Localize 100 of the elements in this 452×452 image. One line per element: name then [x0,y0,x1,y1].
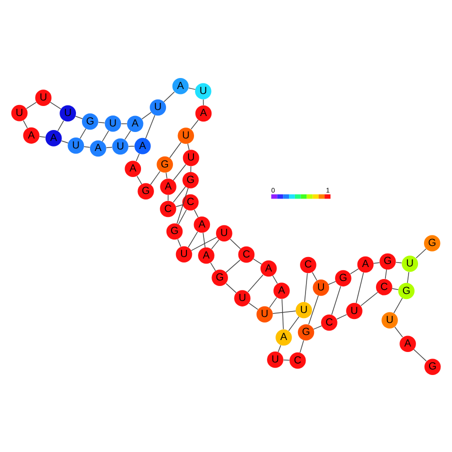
connector [23,120,28,128]
connector [26,101,37,108]
node-circle: G [380,252,396,270]
connector [187,142,190,150]
connector [150,170,160,185]
connector [278,344,282,352]
node-circle: A [260,260,277,276]
node-circle: G [156,156,173,172]
connector [178,208,187,224]
connector [136,152,140,162]
node-circle: A [134,137,151,154]
connector [136,175,142,184]
node-circle: U [346,302,362,319]
node-circle: G [424,234,440,251]
connector [272,274,278,284]
connector [211,239,220,249]
node-circle: G [298,324,314,340]
node-circle: G [424,358,441,375]
connector [145,114,156,138]
connector [57,120,64,131]
connector [304,272,308,302]
node-circle: A [276,328,292,346]
node-circle: G [82,112,98,130]
connector [102,130,110,142]
node-circle: G [335,270,352,286]
node-circle: A [400,335,416,352]
node-circle: A [127,115,144,132]
connector [188,87,196,90]
node-circle: A [172,77,189,94]
connector [172,186,186,202]
node-circle: C [300,256,316,273]
connector [394,326,403,337]
connector [300,339,304,352]
node-circle: A [124,160,142,176]
connector [106,146,112,148]
connector [336,314,348,319]
connector [248,302,258,310]
connector [84,146,90,148]
node-circle: U [178,127,194,144]
connector [75,115,83,119]
connector [356,272,364,303]
connector [202,232,206,248]
connector [176,187,189,224]
connector [384,268,387,279]
node-circle: U [182,149,200,166]
node-circle: U [176,246,192,262]
connector [313,325,322,330]
connector [373,262,380,264]
node-circle: A [23,126,40,144]
connector [282,298,284,330]
node-circle: U [256,306,273,322]
node-circle: G [398,282,415,299]
connector [360,291,378,306]
node-circle: U [312,279,330,296]
node-circle: U [104,114,122,132]
node-circle: G [212,269,228,286]
connector [210,262,216,271]
node-circle: U [382,312,398,328]
connector [396,261,402,263]
node-circle: C [376,278,392,295]
node-circle: U [68,136,84,154]
node-circle: U [11,104,28,121]
connector [176,204,183,207]
node-circle: A [194,216,210,232]
connector [226,282,237,293]
node-circle: A [160,178,176,194]
connector [163,91,175,102]
node-circle: C [182,194,199,210]
connector [413,348,427,361]
connector [248,274,264,292]
connector [288,316,300,331]
node-circle: U [112,138,128,154]
node-circle: A [195,104,212,122]
node-circle: G [138,182,154,199]
node-circle: A [357,256,374,272]
connector [392,288,399,290]
node-circle: C [238,246,255,262]
node-circle: A [45,130,62,146]
connector [188,230,198,248]
node-circle: U [195,82,212,99]
node-circle: U [60,104,76,122]
connector [172,164,186,180]
node-circle: U [234,290,250,306]
connector [39,136,46,138]
connector [190,236,218,250]
connector [283,359,290,360]
connector [407,271,410,283]
connector [50,101,62,109]
connector [331,285,342,315]
connector [177,238,182,247]
connector [253,258,262,264]
node-circle: C [160,200,176,217]
connector [272,310,296,314]
connector [61,140,68,143]
connector [350,268,359,274]
connector [141,111,152,119]
node-circle: A [198,246,214,264]
connector [190,119,199,129]
node-circle: U [216,224,232,241]
node-circle: G [166,222,183,240]
